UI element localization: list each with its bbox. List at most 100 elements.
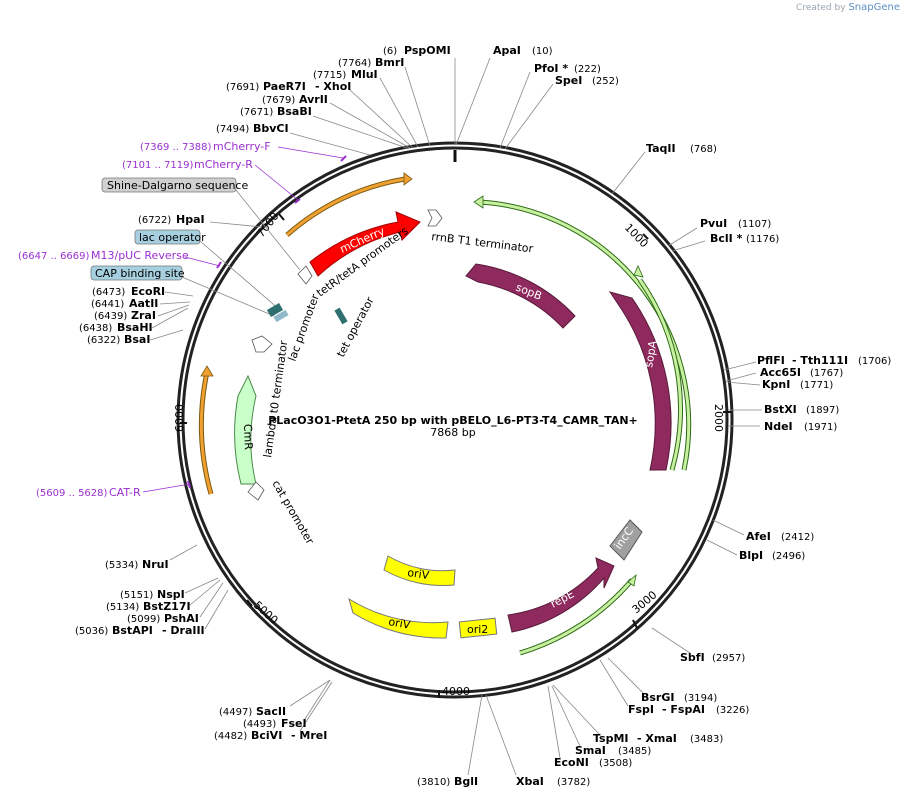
- feature-cat-promoter[interactable]: cat promoter: [269, 478, 316, 547]
- map-length: 7868 bp: [430, 426, 475, 439]
- orf-sop-arc-fill: [479, 200, 691, 471]
- site-smai[interactable]: SmaI: [575, 744, 606, 757]
- site-afei[interactable]: AfeI: [746, 530, 771, 543]
- credit-brand: SnapGene: [848, 2, 900, 13]
- site-sbfi[interactable]: SbfI: [680, 651, 705, 664]
- lac-operator-box: [134, 229, 201, 245]
- feature-sopb[interactable]: [465, 263, 576, 329]
- site-paer7i[interactable]: PaeR7I: [263, 80, 306, 93]
- feature-oriv-b[interactable]: [348, 597, 449, 639]
- site-taqii[interactable]: TaqII: [646, 142, 676, 155]
- site-pshai-pos: (5099): [127, 614, 160, 625]
- primer-m13[interactable]: M13/pUC Reverse: [91, 249, 189, 262]
- boxed-feature-labels: Shine-Dalgarno sequence lac operator CAP…: [90, 177, 301, 317]
- lac-operator-label[interactable]: lac operator: [139, 231, 206, 244]
- site-ndei[interactable]: NdeI: [764, 420, 793, 433]
- site-pfoi[interactable]: PfoI *: [534, 62, 568, 75]
- site-ecori[interactable]: EcoRI: [131, 285, 165, 298]
- primer-cat-r-mark: [187, 480, 191, 489]
- site-aatii[interactable]: AatII: [129, 297, 158, 310]
- site-aatii-pos: (6441): [91, 299, 124, 310]
- site-acc65i[interactable]: Acc65I: [760, 366, 801, 379]
- feature-oriv-a[interactable]: [383, 555, 456, 586]
- site-bsahi[interactable]: BsaHI: [117, 321, 153, 334]
- site-apai[interactable]: ApaI: [493, 44, 521, 57]
- tick-7000: [278, 213, 285, 221]
- primer-mcherry-r[interactable]: mCherry-R: [194, 158, 253, 171]
- leader-aatii: [159, 301, 191, 305]
- site-bgli-pos: (3810): [417, 777, 450, 788]
- site-tspmi[interactable]: TspMI: [593, 732, 629, 745]
- site-draiii[interactable]: - DraIII: [162, 624, 205, 637]
- site-bcli[interactable]: BclI *: [710, 232, 743, 245]
- site-blpi[interactable]: BlpI: [739, 549, 763, 562]
- site-bstz17i[interactable]: BstZ17I: [143, 600, 191, 613]
- site-hpai[interactable]: HpaI: [176, 213, 205, 226]
- site-kpni[interactable]: KpnI: [762, 378, 790, 391]
- site-bsabi[interactable]: BsaBI: [277, 105, 312, 118]
- leader-smai: [551, 685, 581, 747]
- site-xbai[interactable]: XbaI: [516, 775, 544, 788]
- feature-rrnb-t1-arrow: [427, 209, 443, 227]
- site-xhoi[interactable]: - XhoI: [315, 80, 351, 93]
- feature-tet-operator-mark: [334, 307, 348, 325]
- backbone-inner: [181, 146, 729, 694]
- site-pshai[interactable]: PshAI: [164, 612, 199, 625]
- feature-sopa-label: sopA: [642, 339, 660, 368]
- site-bbvci[interactable]: BbvCI: [253, 122, 289, 135]
- orf-cmr-arc-fill: [199, 371, 213, 495]
- feature-mcherry[interactable]: [309, 211, 421, 277]
- site-fsei[interactable]: FseI: [281, 717, 307, 730]
- site-bstxi[interactable]: BstXI: [764, 403, 797, 416]
- primer-mcherry-f[interactable]: mCherry-F: [213, 140, 271, 153]
- site-pflfi[interactable]: PflFI: [757, 354, 785, 367]
- leader-ecori: [164, 291, 194, 297]
- leader-kpni: [725, 381, 761, 386]
- site-bstapi-pos: (5036): [75, 626, 108, 637]
- leader-pflfi: [723, 361, 757, 371]
- site-tth111i[interactable]: - Tth111I: [792, 354, 848, 367]
- site-zrai[interactable]: ZraI: [131, 309, 156, 322]
- site-avrii[interactable]: AvrII: [299, 93, 328, 106]
- site-pvui[interactable]: PvuI: [700, 217, 727, 230]
- site-fspi[interactable]: FspI: [628, 703, 654, 716]
- site-econi[interactable]: EcoNI: [554, 756, 589, 769]
- primer-cat-r[interactable]: CAT-R: [109, 486, 141, 499]
- site-bmri[interactable]: BmrI: [375, 56, 404, 69]
- tick-5000: [246, 599, 253, 607]
- site-bstapi[interactable]: BstAPI: [112, 624, 153, 637]
- site-bcli-pos: (1176): [746, 234, 779, 245]
- leader-apai: [455, 57, 491, 146]
- feature-rrnb-t1[interactable]: rrnB T1 terminator: [431, 230, 535, 255]
- site-mlui[interactable]: MluI: [351, 68, 378, 81]
- feature-repe[interactable]: [507, 557, 615, 633]
- site-xbai-pos: (3782): [557, 777, 590, 788]
- tick-label-2000: 2000: [712, 404, 725, 432]
- site-nrui[interactable]: NruI: [142, 558, 169, 571]
- site-bcivi[interactable]: BciVI: [251, 729, 282, 742]
- primer-cat-r-leader: [142, 483, 191, 493]
- site-bsai[interactable]: BsaI: [124, 333, 150, 346]
- feature-lambda-t0[interactable]: lambda t0 terminator: [261, 339, 290, 458]
- feature-ori2[interactable]: [458, 617, 498, 639]
- feature-tet-operator[interactable]: tet operator: [334, 294, 377, 359]
- site-sacii[interactable]: SacII: [256, 705, 286, 718]
- feature-sopa[interactable]: [608, 291, 672, 471]
- site-nspi[interactable]: NspI: [157, 588, 185, 601]
- map-title: PLacO3O1-PtetA 250 bp with pBELO_L6-PT3-…: [268, 414, 638, 427]
- site-fspai[interactable]: - FspAI: [662, 703, 705, 716]
- cap-binding-site-label[interactable]: CAP binding site: [95, 267, 185, 280]
- site-bstz17i-pos: (5134): [106, 602, 139, 613]
- site-pspomi[interactable]: PspOMI: [404, 44, 451, 57]
- feature-lac-promoter[interactable]: lac promoter: [286, 292, 322, 363]
- feature-incc[interactable]: [609, 519, 643, 561]
- shine-dalgarno-label[interactable]: Shine-Dalgarno sequence: [107, 179, 248, 192]
- site-spei[interactable]: SpeI: [555, 74, 582, 87]
- site-avrii-pos: (7679): [262, 95, 295, 106]
- site-bstxi-pos: (1897): [806, 405, 839, 416]
- site-mrei[interactable]: - MreI: [291, 729, 327, 742]
- site-xmai[interactable]: - XmaI: [637, 732, 677, 745]
- site-bgli[interactable]: BglI: [454, 775, 478, 788]
- leader-bmri: [404, 66, 431, 147]
- site-bsrgi[interactable]: BsrGI: [641, 691, 674, 704]
